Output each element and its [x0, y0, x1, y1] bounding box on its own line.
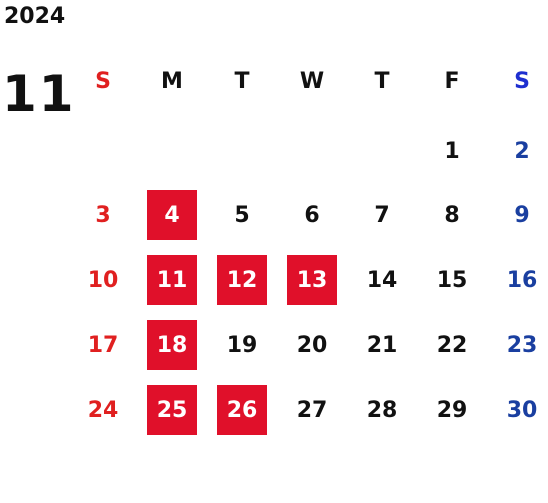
- calendar-day[interactable]: 7: [374, 202, 390, 228]
- calendar-day[interactable]: 6: [304, 202, 320, 228]
- weekday-header-mon: M: [161, 68, 183, 94]
- calendar-day-highlighted[interactable]: 11: [147, 255, 197, 305]
- calendar-day[interactable]: 5: [234, 202, 250, 228]
- calendar-day[interactable]: 28: [366, 397, 398, 423]
- calendar-day-highlighted[interactable]: 25: [147, 385, 197, 435]
- calendar-day[interactable]: 2: [514, 138, 530, 164]
- calendar-day[interactable]: 10: [87, 267, 119, 293]
- weekday-header-sat: S: [514, 68, 530, 94]
- weekday-header-fri: F: [444, 68, 460, 94]
- calendar-day[interactable]: 24: [87, 397, 119, 423]
- calendar-day-highlighted[interactable]: 26: [217, 385, 267, 435]
- weekday-header-thu: T: [374, 68, 390, 94]
- calendar-day[interactable]: 27: [296, 397, 328, 423]
- calendar-day[interactable]: 15: [436, 267, 468, 293]
- calendar-day[interactable]: 19: [226, 332, 258, 358]
- calendar-day[interactable]: 30: [506, 397, 538, 423]
- calendar-day[interactable]: 17: [87, 332, 119, 358]
- calendar-day-highlighted[interactable]: 4: [147, 190, 197, 240]
- calendar-day[interactable]: 8: [444, 202, 460, 228]
- weekday-header-wed: W: [299, 68, 325, 94]
- calendar-day[interactable]: 20: [296, 332, 328, 358]
- calendar-day-highlighted[interactable]: 12: [217, 255, 267, 305]
- calendar-day[interactable]: 23: [506, 332, 538, 358]
- calendar-day-highlighted[interactable]: 13: [287, 255, 337, 305]
- calendar-day[interactable]: 3: [95, 202, 111, 228]
- calendar-day[interactable]: 9: [514, 202, 530, 228]
- calendar-day[interactable]: 29: [436, 397, 468, 423]
- weekday-header-sun: S: [95, 68, 111, 94]
- calendar-day[interactable]: 14: [366, 267, 398, 293]
- calendar-day[interactable]: 1: [444, 138, 460, 164]
- calendar-day-highlighted[interactable]: 18: [147, 320, 197, 370]
- calendar-day[interactable]: 16: [506, 267, 538, 293]
- weekday-header-tue: T: [234, 68, 250, 94]
- calendar-day[interactable]: 21: [366, 332, 398, 358]
- calendar-day[interactable]: 22: [436, 332, 468, 358]
- calendar-year: 2024: [4, 4, 66, 29]
- calendar-month: 11: [2, 65, 76, 123]
